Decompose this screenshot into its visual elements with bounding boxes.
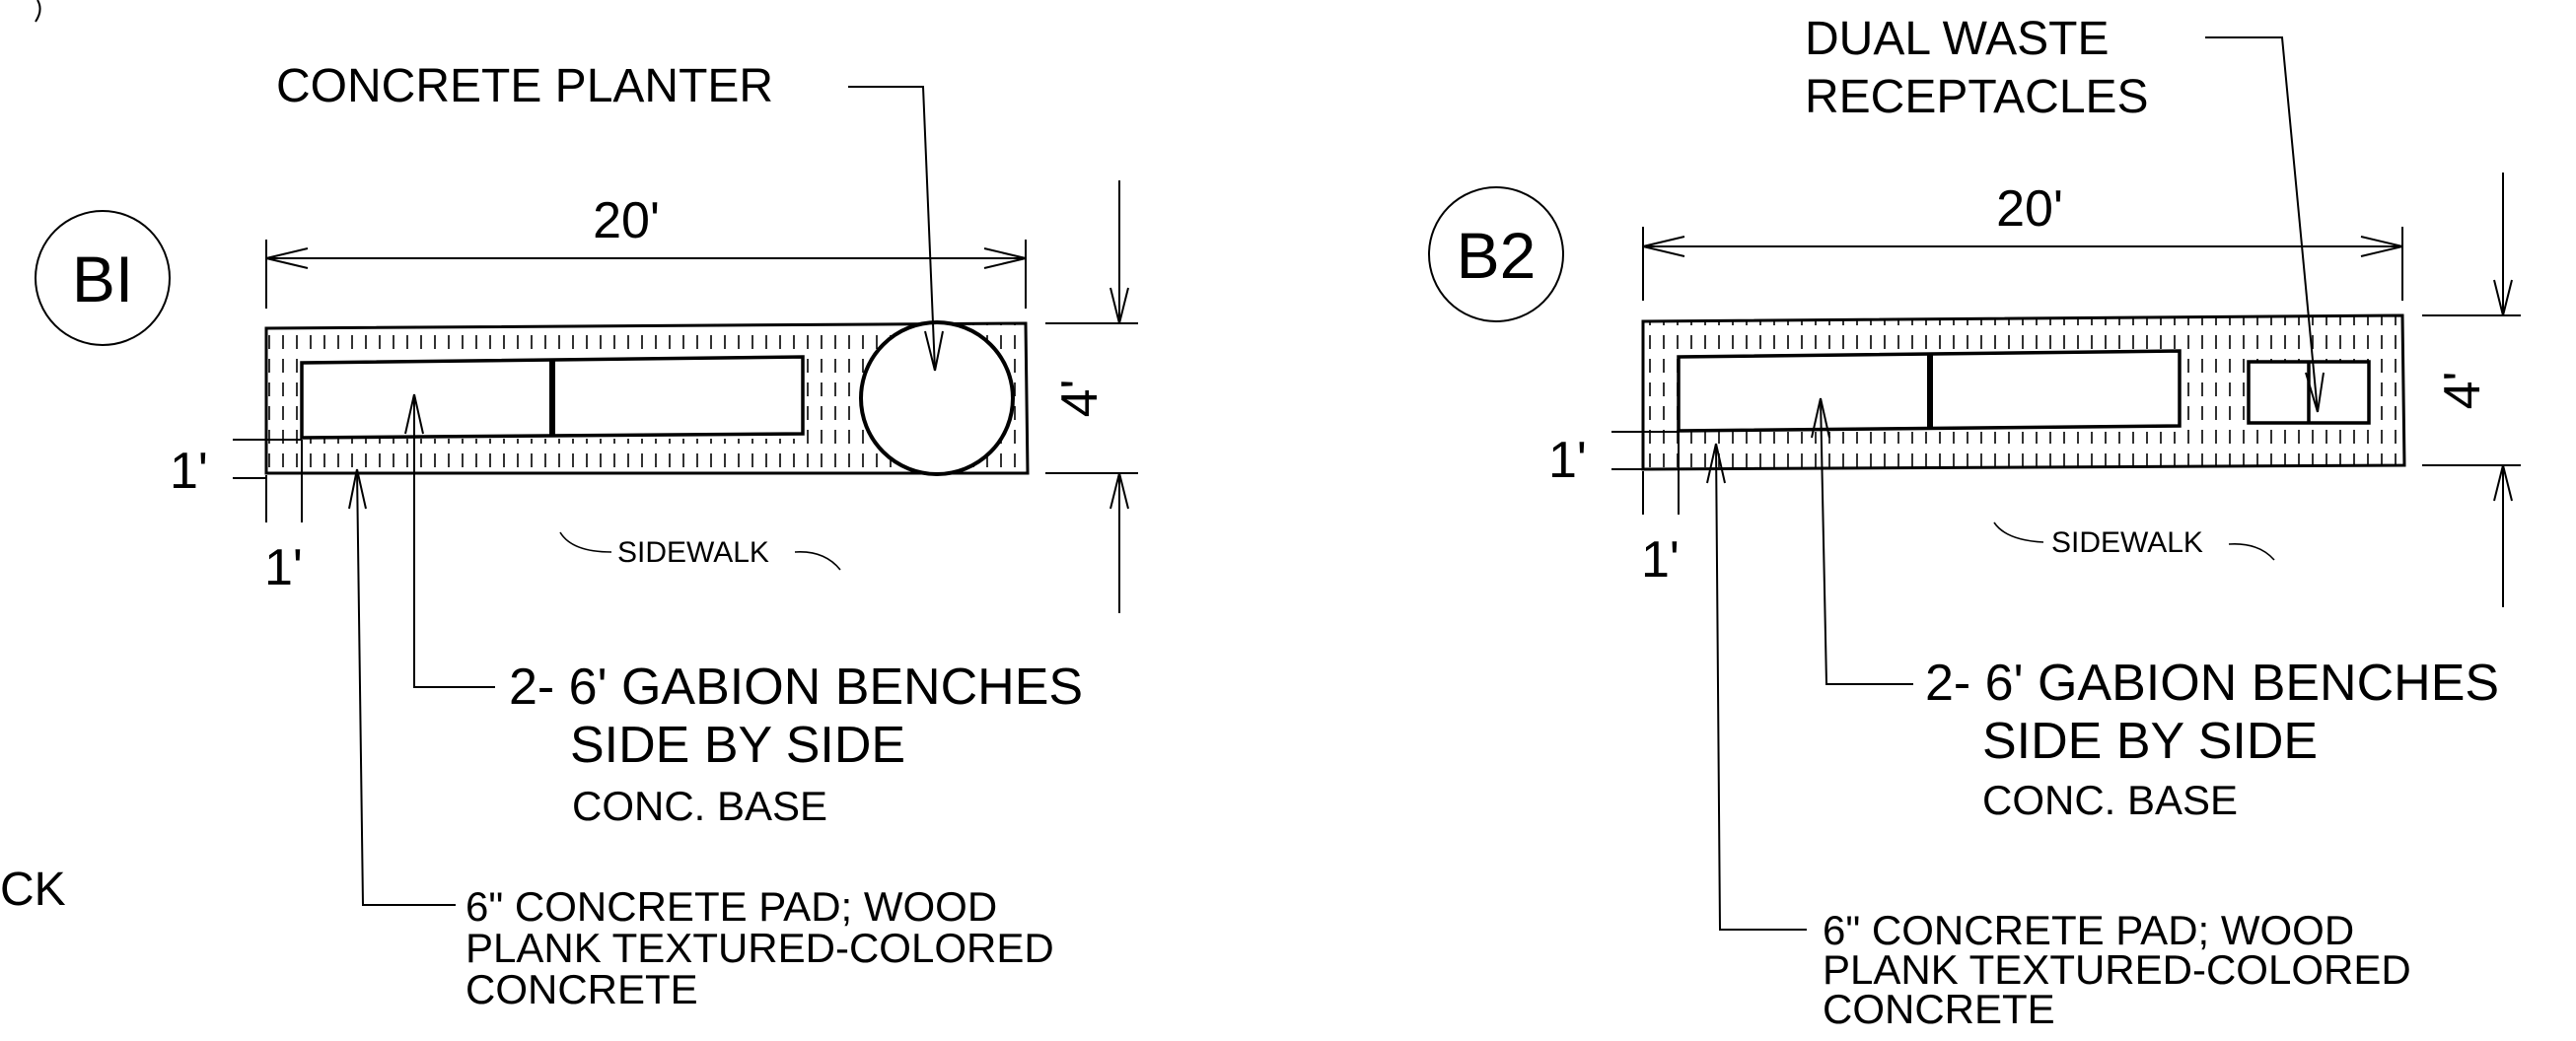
receptacles-callout-b2: DUAL WASTE RECEPTACLES	[1805, 13, 2325, 413]
length-dimension-b1: 20'	[265, 192, 1027, 309]
callout-line: DUAL WASTE	[1805, 13, 2109, 65]
offset-dimension-label: 1'	[264, 539, 303, 596]
waste-receptacles-b2	[2247, 360, 2371, 425]
detail-b2: B2 20' 4' 1'	[1428, 13, 2521, 1032]
width-dimension-b1: 4'	[1045, 180, 1138, 613]
offset-dimension-left-b2: 1'	[1548, 431, 1679, 489]
offset-dimension-label: 1'	[1641, 531, 1680, 589]
detail-tag-b2: B2	[1428, 186, 1564, 322]
length-dimension-label: 20'	[1996, 180, 2063, 238]
width-dimension-label: 4'	[2434, 372, 2491, 410]
callout-line: CONC. BASE	[572, 783, 827, 829]
detail-tag-label: BI	[72, 243, 133, 315]
callout-line: SIDE BY SIDE	[1982, 713, 2318, 770]
callout-line: CONCRETE	[1823, 986, 2055, 1032]
sidewalk-text: SIDEWALK	[2051, 526, 2203, 559]
sidewalk-label-b2: SIDEWALK	[1993, 521, 2275, 561]
callout-line: 6" CONCRETE PAD; WOOD	[465, 883, 997, 930]
callout-line: CONC. BASE	[1982, 777, 2238, 823]
callout-line: PLANK TEXTURED-COLORED	[465, 925, 1054, 971]
detail-b1: BI 20' 4' 1'	[35, 60, 1138, 1012]
callout-line: 2- 6' GABION BENCHES	[1925, 655, 2499, 712]
offset-dimension-label: 1'	[1548, 432, 1587, 489]
sidewalk-label-b1: SIDEWALK	[559, 531, 841, 571]
offset-dimension-left-b1: 1'	[170, 439, 302, 500]
pad-callout-b2: 6" CONCRETE PAD; WOOD PLANK TEXTURED-COL…	[1706, 443, 2411, 1032]
callout-line: RECEPTACLES	[1805, 71, 2149, 123]
bench-callout-b2: 2- 6' GABION BENCHES SIDE BY SIDE CONC. …	[1811, 397, 2499, 823]
width-dimension-label: 4'	[1051, 380, 1109, 418]
offset-dimension-bottom-b2: 1'	[1641, 432, 1680, 589]
callout-line: 6" CONCRETE PAD; WOOD	[1823, 907, 2354, 953]
concrete-planter-b1	[859, 320, 1015, 476]
edge-arc-fragment	[35, 0, 41, 23]
length-dimension-b2: 20'	[1642, 180, 2403, 301]
width-dimension-b2: 4'	[2422, 173, 2521, 607]
callout-line: 2- 6' GABION BENCHES	[509, 659, 1083, 716]
offset-dimension-label: 1'	[170, 443, 208, 500]
callout-line: SIDE BY SIDE	[570, 717, 905, 774]
planter-callout-b1: CONCRETE PLANTER	[276, 60, 944, 372]
edge-text-fragment: CK	[0, 864, 66, 916]
length-dimension-label: 20'	[593, 192, 660, 249]
bench-callout-b1: 2- 6' GABION BENCHES SIDE BY SIDE CONC. …	[404, 393, 1083, 829]
detail-tag-label: B2	[1457, 219, 1537, 292]
detail-tag-b1: BI	[35, 210, 171, 346]
callout-line: PLANK TEXTURED-COLORED	[1823, 946, 2411, 993]
gabion-benches-b1	[300, 355, 805, 440]
callout-line: CONCRETE PLANTER	[276, 60, 773, 112]
sidewalk-text: SIDEWALK	[617, 536, 769, 569]
pad-callout-b1: 6" CONCRETE PAD; WOOD PLANK TEXTURED-COL…	[348, 468, 1054, 1012]
offset-dimension-bottom-b1: 1'	[264, 440, 303, 596]
gabion-benches-b2	[1677, 349, 2182, 433]
callout-line: CONCRETE	[465, 966, 698, 1012]
